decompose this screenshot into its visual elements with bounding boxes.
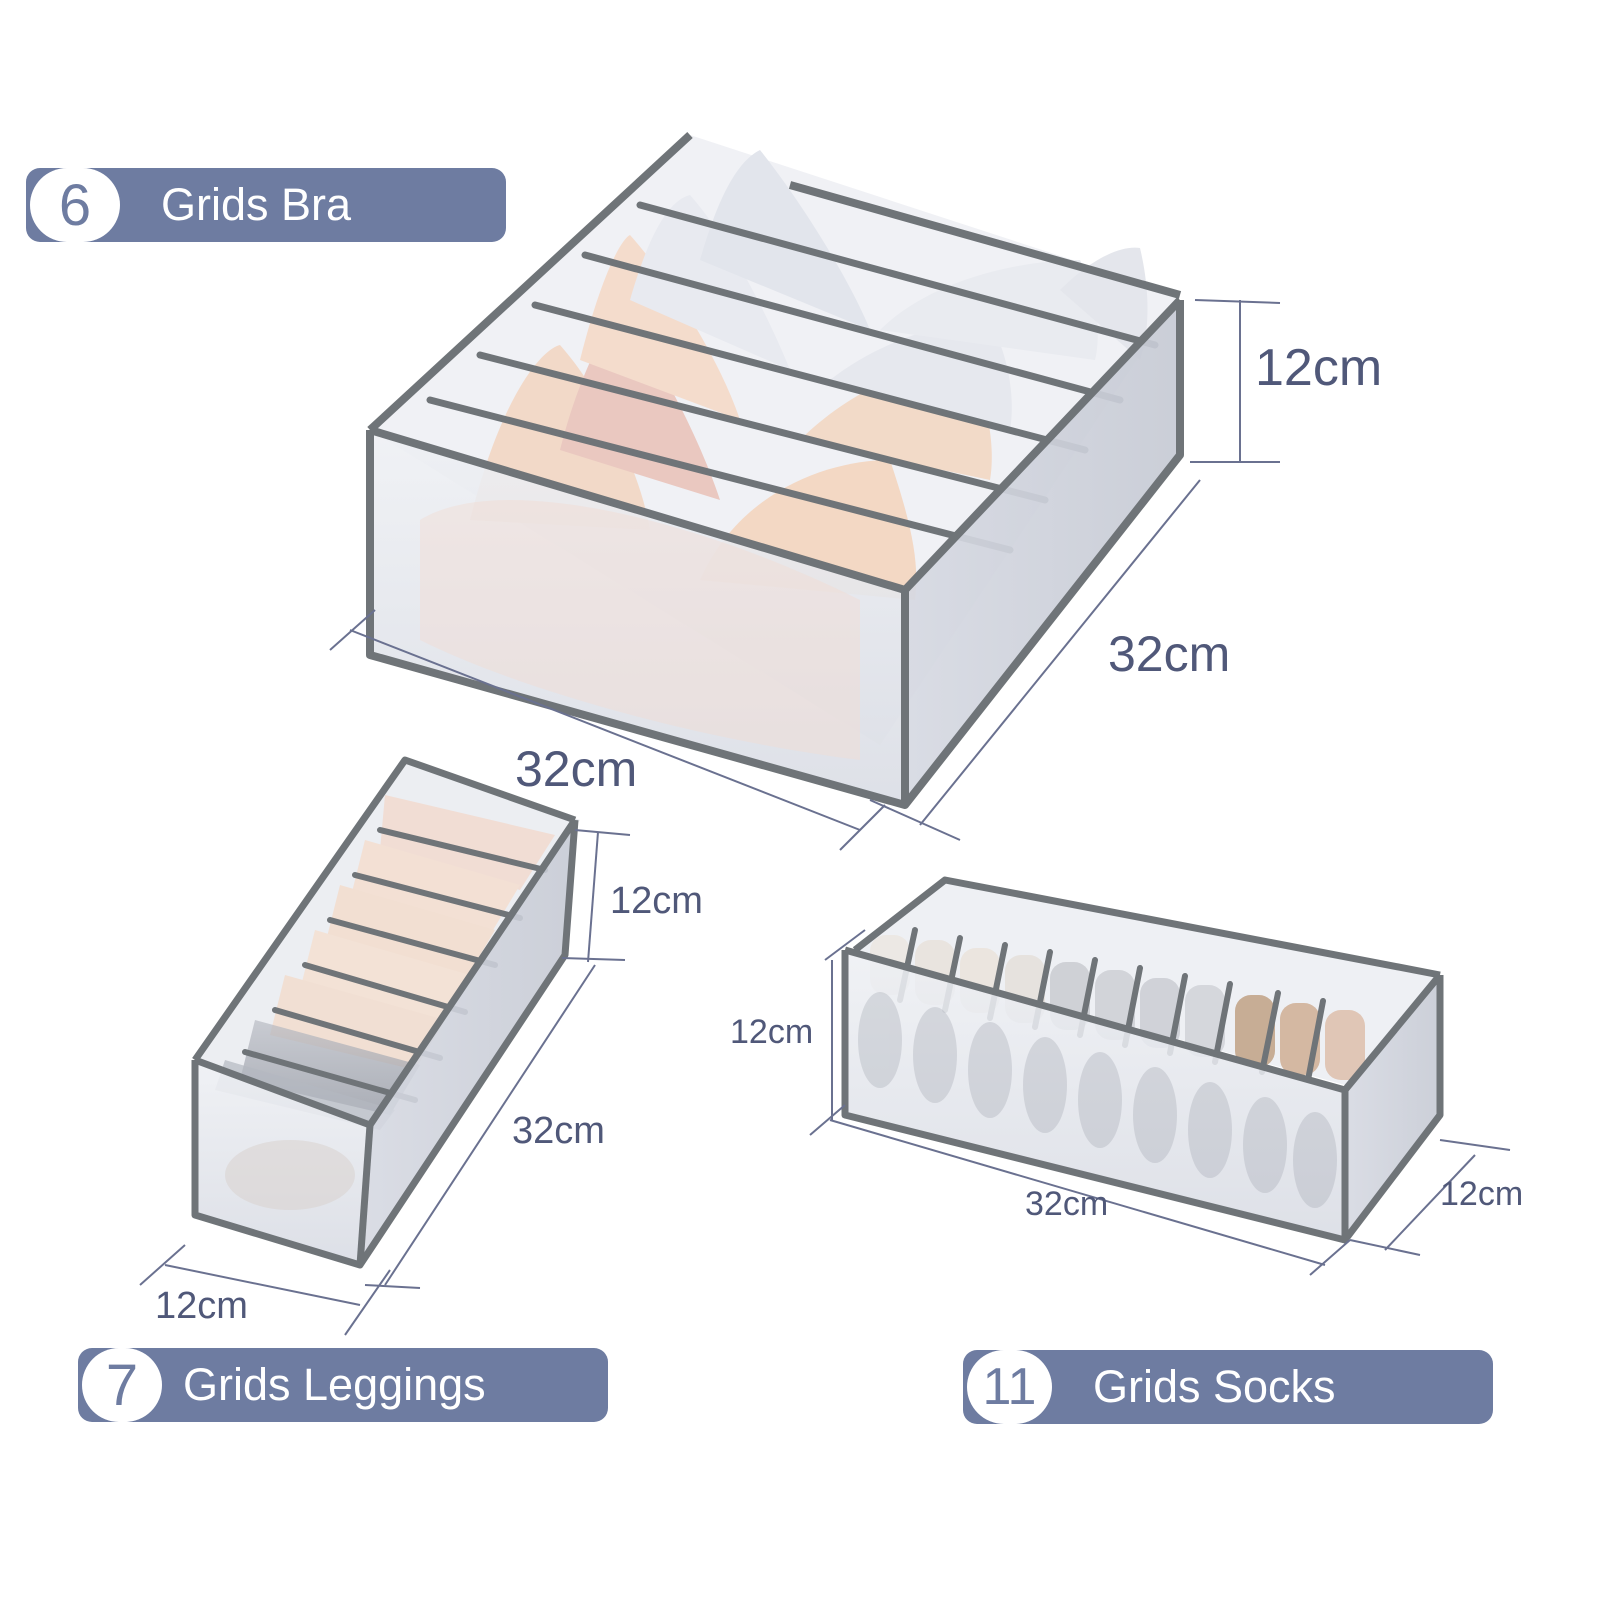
leggings-width-dimension: 12cm (155, 1285, 248, 1327)
product-title: Grids Leggings (183, 1359, 486, 1410)
leggings-height-dimension: 12cm (610, 880, 703, 922)
bra-depth-dimension: 32cm (1108, 626, 1231, 682)
socks-length-dimension: 32cm (1025, 1185, 1109, 1223)
socks-organizer-label: 11 Grids Socks (963, 1350, 1493, 1424)
product-title: Grids Socks (1093, 1361, 1336, 1412)
bra-organizer-box (329, 132, 1281, 851)
grid-count-badge: 11 (967, 1350, 1052, 1424)
bra-organizer-label: 6 Grids Bra (26, 168, 506, 242)
leggings-organizer-box (139, 756, 631, 1336)
bra-width-dimension: 32cm (515, 741, 638, 797)
socks-width-dimension: 12cm (1440, 1175, 1524, 1213)
socks-organizer-box (809, 876, 1511, 1276)
grid-count-badge: 6 (30, 168, 120, 242)
leggings-length-dimension: 32cm (512, 1110, 605, 1152)
product-title: Grids Bra (161, 179, 352, 230)
socks-height-dimension: 12cm (730, 1013, 814, 1051)
leggings-organizer-label: 7 Grids Leggings (78, 1348, 608, 1422)
bra-height-dimension: 12cm (1255, 339, 1383, 397)
grid-count-badge: 7 (82, 1348, 162, 1422)
